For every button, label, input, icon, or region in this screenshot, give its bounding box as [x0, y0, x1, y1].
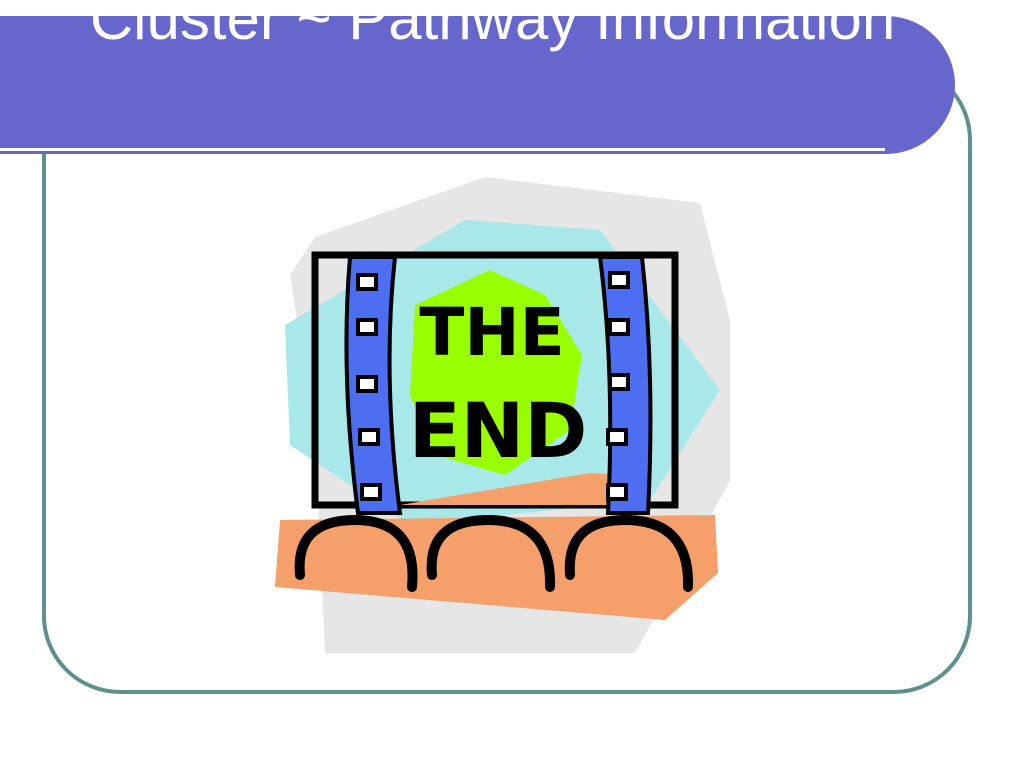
seat-right	[564, 514, 694, 592]
seat-middle	[426, 514, 556, 592]
left-film-strip	[344, 255, 403, 515]
screen-text-end: END	[409, 386, 588, 475]
clipart-svg: THE END	[275, 177, 730, 653]
theater-seats-base	[275, 515, 718, 620]
theater-seats	[294, 514, 694, 592]
right-film-strip	[597, 255, 653, 515]
title-banner	[0, 16, 955, 154]
seat-left	[294, 514, 418, 592]
screen-floor-shape	[400, 473, 650, 505]
title-underline	[0, 148, 885, 151]
slide-title: Cluster ~ Pathway Information	[89, 0, 896, 52]
screen-text-the: THE	[419, 294, 564, 371]
the-end-film-screen-icon: THE END	[270, 175, 730, 665]
starburst-shape	[410, 270, 582, 475]
